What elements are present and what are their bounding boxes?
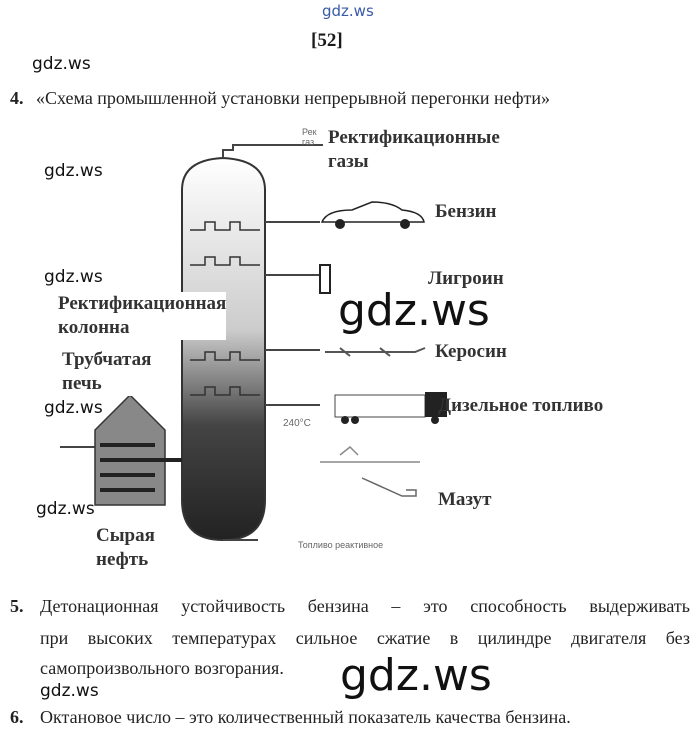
label-crude-oil: Сырая нефть	[96, 524, 155, 572]
diagram-caption: Топливо реактивное	[298, 540, 384, 550]
truck-icon	[334, 392, 447, 424]
label-line: колонна	[58, 317, 130, 338]
item-5-line: самопроизвольного возгорания.	[40, 658, 284, 678]
label-ligroin: Лигроин	[428, 268, 504, 289]
watermark-large: gdz.ws	[338, 285, 490, 336]
watermark: gdz.ws	[36, 499, 95, 519]
label-line: нефть	[96, 549, 149, 570]
item-6: 6. Октановое число – это количественный п…	[10, 707, 571, 727]
label-fuel-oil: Мазут	[438, 489, 492, 510]
railway-icon	[320, 445, 420, 463]
watermark: gdz.ws	[44, 398, 103, 418]
label-line: Трубчатая	[62, 349, 152, 370]
furnace	[94, 393, 166, 506]
watermark: gdz.ws	[44, 161, 103, 181]
item-text: «Схема промышленной установки непрерывно…	[36, 88, 551, 108]
watermark: gdz.ws	[40, 681, 99, 701]
ship-icon	[361, 477, 417, 497]
item-number: 5.	[10, 596, 24, 616]
trays	[190, 221, 260, 396]
item-text: Октановое число – это количественный пок…	[40, 707, 571, 727]
label-line: Сырая	[96, 525, 155, 546]
item-5-line: Детонационная устойчивость бензина – это…	[40, 596, 690, 616]
airplane-icon	[325, 347, 426, 357]
item-5-line: при высоких температурах сильное сжатие …	[40, 628, 690, 648]
small-label-line: газ	[302, 137, 315, 147]
watermark: gdz.ws	[44, 267, 103, 287]
watermark: gdz.ws	[32, 54, 91, 74]
label-line: печь	[62, 373, 102, 394]
page-number: [52]	[311, 30, 343, 51]
temperature-label: 240°C	[283, 418, 311, 429]
label-column: Ректификационная колонна	[58, 292, 227, 340]
small-label-line: Рек	[302, 127, 317, 137]
car-icon	[320, 201, 425, 229]
label-line: Ректификационная	[58, 293, 227, 314]
item-number: 6.	[10, 707, 24, 727]
item-5: 5. Детонационная устойчивость бензина – …	[10, 596, 690, 678]
label-line: Ректификационные	[328, 127, 500, 148]
label-furnace: Трубчатая печь	[62, 348, 152, 396]
watermark-large: gdz.ws	[340, 650, 492, 701]
item-number: 4.	[10, 88, 24, 108]
label-gasoline: Бензин	[435, 201, 497, 222]
label-gases: Ректификационные газы	[328, 126, 500, 174]
label-kerosene: Керосин	[435, 341, 507, 362]
label-line: газы	[328, 151, 369, 172]
label-diesel: Дизельное топливо	[438, 395, 604, 416]
furnace-coil	[100, 443, 182, 492]
watermark-top: gdz.ws	[322, 2, 374, 20]
canister-icon	[319, 264, 331, 294]
column	[181, 156, 266, 542]
item-4: 4. «Схема промышленной установки непреры…	[10, 88, 550, 108]
